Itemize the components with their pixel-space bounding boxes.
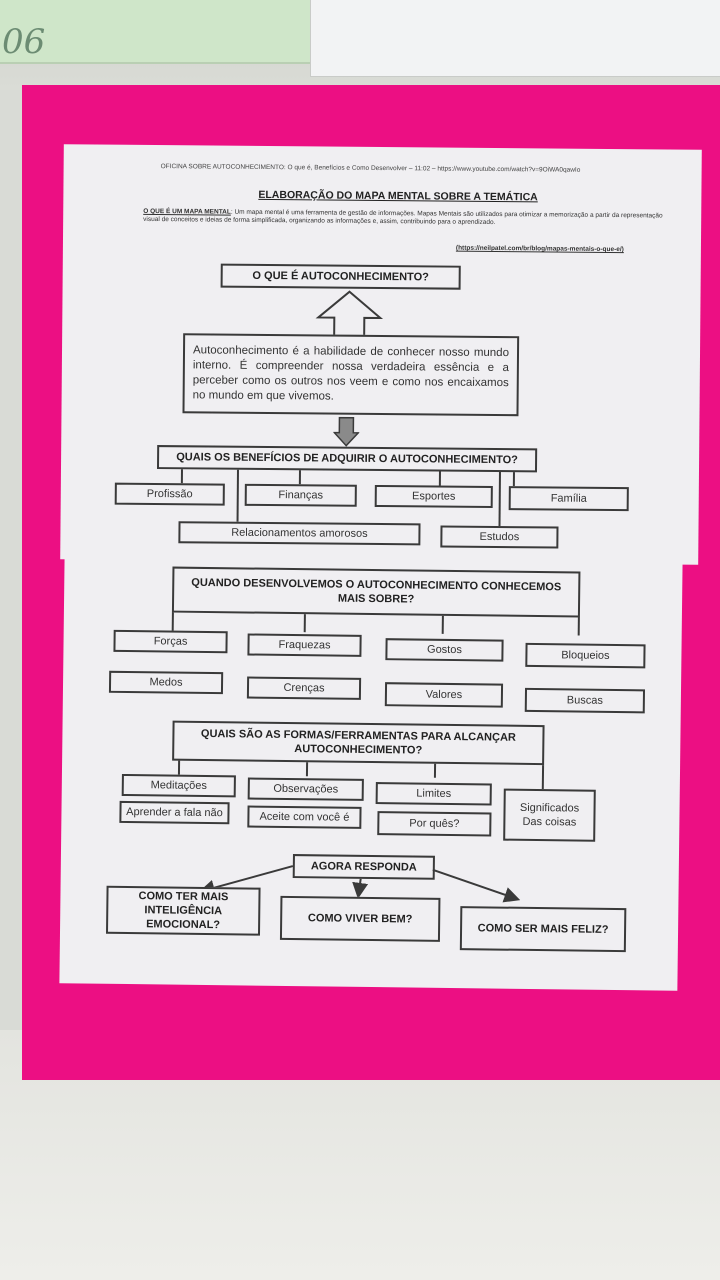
topic-bloqueios: Bloqueios xyxy=(525,642,646,669)
connector-line xyxy=(512,472,515,487)
benefit-relacionamentos: Relacionamentos amorosos xyxy=(178,521,421,546)
connector-line xyxy=(303,614,306,633)
topic-buscas: Buscas xyxy=(524,687,646,714)
tool-aprender-falar-nao: Aprender a fala não xyxy=(119,800,230,825)
sheet-title: ELABORAÇÃO DO MAPA MENTAL SOBRE A TEMÁTI… xyxy=(258,188,538,204)
handwritten-scribble: 06 xyxy=(2,22,46,62)
topic-gostos: Gostos xyxy=(385,638,504,662)
topic-forcas: Forças xyxy=(113,629,228,654)
benefit-financas: Finanças xyxy=(244,483,357,507)
answer-ser-feliz: COMO SER MAIS FELIZ? xyxy=(459,906,627,953)
source-link: (https://neilpatel.com/br/blog/mapas-men… xyxy=(455,244,624,254)
connector-line xyxy=(236,469,239,522)
connector-line xyxy=(498,472,501,527)
benefit-estudos: Estudos xyxy=(440,525,559,549)
up-arrow-icon xyxy=(315,290,384,337)
topic-medos: Medos xyxy=(108,670,224,695)
definition-box: Autoconhecimento é a habilidade de conhe… xyxy=(182,333,520,417)
benefit-esportes: Esportes xyxy=(374,484,493,508)
tool-limites: Limites xyxy=(375,782,492,806)
question-benefits: QUAIS OS BENEFÍCIOS DE ADQUIRIR O AUTOCO… xyxy=(156,445,538,473)
sheet-header: OFICINA SOBRE AUTOCONHECIMENTO: O que é,… xyxy=(160,163,581,174)
topic-crencas: Crenças xyxy=(246,676,362,700)
answer-viver-bem: COMO VIVER BEM? xyxy=(279,895,441,942)
benefit-profissao: Profissão xyxy=(114,482,225,506)
white-paper xyxy=(310,0,720,77)
down-arrow-icon xyxy=(333,416,360,447)
question-learn-more: QUANDO DESENVOLVEMOS O AUTOCONHECIMENTO … xyxy=(171,566,581,618)
tool-aceite: Aceite com você é xyxy=(247,805,362,829)
tool-observacoes: Observações xyxy=(247,777,364,801)
benefit-familia: Família xyxy=(508,486,629,512)
topic-valores: Valores xyxy=(384,682,504,708)
connector-line xyxy=(577,617,580,636)
tool-significados: Significados Das coisas xyxy=(503,788,596,842)
intro-paragraph: O QUE É UM MAPA MENTAL: Um mapa mental é… xyxy=(143,208,671,229)
connector-line xyxy=(180,469,183,484)
intro-label: O QUE É UM MAPA MENTAL xyxy=(143,207,231,216)
tool-por-ques: Por quês? xyxy=(377,811,492,837)
question-what-is: O QUE É AUTOCONHECIMENTO? xyxy=(220,263,461,290)
connector-line xyxy=(177,760,181,775)
answer-inteligencia-emocional: COMO TER MAIS INTELIGÊNCIA EMOCIONAL? xyxy=(105,885,261,936)
worksheet-page-1: OFICINA SOBRE AUTOCONHECIMENTO: O que é,… xyxy=(60,144,702,565)
connector-line xyxy=(438,471,441,486)
connector-line xyxy=(298,470,301,485)
connector-line xyxy=(541,765,545,790)
connector-line xyxy=(441,615,444,634)
connector-line xyxy=(433,763,437,778)
worksheet-page-2: QUANDO DESENVOLVEMOS O AUTOCONHECIMENTO … xyxy=(59,551,683,991)
connector-line xyxy=(171,612,174,631)
question-tools: QUAIS SÃO AS FORMAS/FERRAMENTAS PARA ALC… xyxy=(172,720,545,766)
topic-fraquezas: Fraquezas xyxy=(247,633,362,657)
green-paper: 06 xyxy=(0,0,310,64)
connector-line xyxy=(305,762,309,777)
tool-meditacoes: Meditações xyxy=(121,773,236,798)
